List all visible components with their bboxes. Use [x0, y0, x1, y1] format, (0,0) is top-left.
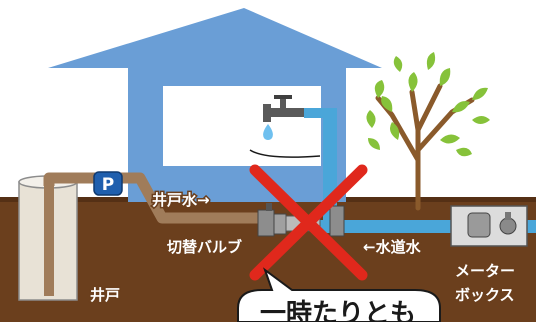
faucet-icon — [263, 95, 304, 122]
speech-bubble: 一時たりとも — [237, 267, 441, 322]
pump-icon: P — [93, 171, 123, 196]
sink — [249, 149, 321, 158]
cross-mark-icon — [249, 164, 368, 281]
house-interior — [163, 86, 321, 166]
tap-water-label: ←水道水 — [363, 238, 422, 256]
well — [18, 175, 78, 301]
switch-valve-label: 切替バルブ — [167, 238, 242, 256]
house — [48, 8, 382, 202]
meter-icon — [467, 212, 491, 238]
tap-pipe-elbow — [304, 108, 337, 118]
meter-box-label-line1: メーター — [455, 262, 515, 280]
tree-icon — [366, 52, 490, 211]
well-pipe-down — [44, 184, 54, 296]
well-water-label: 井戸水→ — [152, 191, 210, 209]
pump-badge-label: P — [102, 175, 114, 195]
meter-box — [450, 205, 528, 247]
meter-box-label-line2: ボックス — [455, 286, 515, 304]
water-drop-icon — [263, 124, 273, 140]
speech-bubble-text: 一時たりとも — [260, 299, 416, 322]
well-label: 井戸 — [90, 286, 120, 304]
